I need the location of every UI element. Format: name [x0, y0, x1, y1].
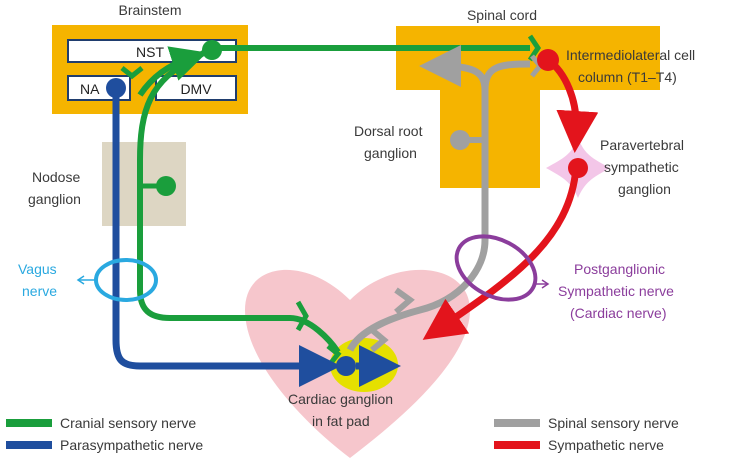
- post-label-line1: Postganglionic: [574, 261, 665, 277]
- legend-label-spinal: Spinal sensory nerve: [548, 415, 679, 431]
- spinal-cord-label: Spinal cord: [467, 7, 537, 23]
- iml-neuron: [537, 49, 559, 71]
- vagus-label-line2: nerve: [22, 283, 57, 299]
- vagus-nerve-ring: [94, 258, 158, 302]
- cranial-sensory-path-down: [137, 45, 341, 354]
- drg-label-line2: ganglion: [364, 145, 417, 161]
- spinal-sensory-to-cord: [419, 45, 489, 91]
- legend-label-parasympathetic: Parasympathetic nerve: [60, 437, 203, 453]
- spinal-terminal-heart: [394, 287, 415, 315]
- nst-label: NST: [136, 44, 164, 60]
- brainstem-label: Brainstem: [118, 2, 181, 18]
- post-label-line3: (Cardiac nerve): [570, 305, 666, 321]
- cardiac-label-line2: in fat pad: [312, 413, 370, 429]
- legend-label-cranial: Cranial sensory nerve: [60, 415, 196, 431]
- dmv-label: DMV: [180, 81, 212, 97]
- vagus-leader-arrow: [76, 275, 85, 285]
- paravertebral-label-line2: sympathetic: [604, 159, 679, 175]
- drg-neuron: [450, 130, 470, 150]
- na-label: NA: [80, 81, 100, 97]
- spinal-terminal-heart-2: [370, 327, 389, 353]
- paravertebral-label-line3: ganglion: [618, 181, 671, 197]
- paravertebral-neuron: [568, 158, 588, 178]
- cranial-terminal-heart-1: [295, 300, 309, 332]
- cranial-terminal-nts: [120, 66, 144, 80]
- vagus-label-line1: Vagus: [18, 261, 57, 277]
- na-neuron: [106, 78, 126, 98]
- parasympathetic-path: [112, 90, 341, 387]
- post-label-line2: Sympathetic nerve: [558, 283, 674, 299]
- cardiac-label-line1: Cardiac ganglion: [288, 391, 393, 407]
- nodose-label-line2: ganglion: [28, 191, 81, 207]
- nodose-label-line1: Nodose: [32, 169, 80, 185]
- postganglionic-leader-arrow: [541, 279, 550, 289]
- iml-label-line2: column (T1–T4): [578, 69, 677, 85]
- postganglionic-ring: [454, 234, 538, 302]
- cranial-sensory-branch: [137, 46, 208, 97]
- drg-label-line1: Dorsal root: [354, 123, 423, 139]
- nodose-neuron: [156, 176, 176, 196]
- legend-label-sympathetic: Sympathetic nerve: [548, 437, 664, 453]
- cardiac-ganglion-neuron: [336, 356, 356, 376]
- paravertebral-label-line1: Paravertebral: [600, 137, 684, 153]
- nst-neuron: [202, 40, 222, 60]
- iml-label-line1: Intermediolateral cell: [566, 47, 695, 63]
- sympathetic-postganglionic: [422, 167, 580, 340]
- legend: Cranial sensory nerve Parasympathetic ne…: [6, 415, 679, 453]
